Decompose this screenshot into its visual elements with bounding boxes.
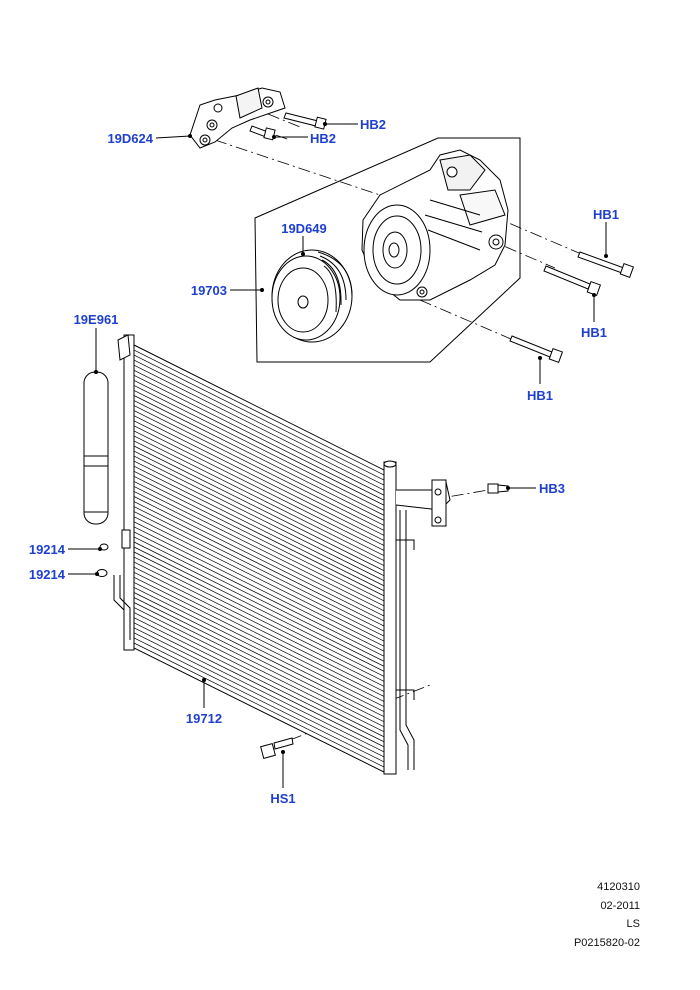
- callout-19712: 19712: [186, 711, 222, 726]
- bolt-hb2-mid: [249, 125, 276, 141]
- condenser-fin: [133, 450, 385, 577]
- condenser-fin: [133, 445, 385, 572]
- condenser-fin: [133, 587, 385, 712]
- condenser-fin: [133, 400, 385, 526]
- condenser-19712: [113, 334, 451, 775]
- receiver-dryer-19E961: [83, 371, 109, 525]
- callout-hb3: HB3: [539, 481, 565, 496]
- callout-19703: 19703: [191, 283, 227, 298]
- callout-hb1-low: HB1: [527, 388, 553, 403]
- condenser-fin: [133, 642, 385, 768]
- condenser-fin: [133, 602, 385, 728]
- condenser-fin: [133, 349, 385, 476]
- condenser-fin: [133, 541, 385, 667]
- callout-19D649: 19D649: [281, 221, 327, 236]
- callout-hs1: HS1: [270, 791, 295, 806]
- condenser-fin: [133, 390, 385, 516]
- condenser-fin: [133, 430, 385, 556]
- condenser-fin: [133, 612, 385, 738]
- condenser-fin: [133, 516, 385, 642]
- condenser-fin: [133, 551, 385, 677]
- condenser-fin: [133, 364, 385, 491]
- condenser-fin: [133, 531, 385, 657]
- condenser-fin: [133, 475, 385, 602]
- drawing-info-block: 4120310 02-2011 LS P0215820-02: [574, 878, 640, 952]
- condenser-fin: [133, 521, 385, 647]
- bolt-hb1-mid: [543, 265, 602, 296]
- bolt-hs1: [260, 737, 294, 759]
- condenser-fin: [133, 506, 385, 632]
- condenser-fin: [133, 491, 385, 617]
- condenser-fin: [133, 501, 385, 627]
- condenser-fin: [133, 486, 385, 612]
- condenser-fin: [133, 374, 385, 501]
- condenser-fin: [133, 536, 385, 662]
- condenser-fin: [133, 425, 385, 551]
- callout-hb2-top: HB2: [360, 117, 386, 132]
- condenser-fin: [133, 415, 385, 541]
- condenser-fin: [133, 435, 385, 561]
- condenser-fin: [133, 637, 385, 763]
- condenser-fin: [133, 460, 385, 587]
- leader-dots: [94, 122, 608, 754]
- drawing-reference: P0215820-02: [573, 936, 640, 949]
- condenser-fin: [133, 607, 385, 733]
- condenser-fin: [133, 465, 385, 592]
- condenser-fin: [133, 566, 385, 692]
- condenser-fin: [133, 622, 385, 748]
- condenser-fins: [133, 349, 385, 768]
- condenser-fin: [133, 440, 385, 566]
- condenser-fin: [133, 359, 385, 486]
- bolt-hb3: [487, 483, 509, 494]
- condenser-fin: [133, 496, 385, 622]
- callout-19214-bottom: 19214: [29, 567, 66, 582]
- callout-19E961: 19E961: [74, 312, 119, 327]
- pulley-19D649: [271, 249, 353, 343]
- condenser-fin: [133, 597, 385, 723]
- condenser-fin: [133, 592, 385, 717]
- condenser-fin: [133, 582, 385, 707]
- callout-19214-top: 19214: [29, 542, 66, 557]
- drawing-model-code: LS: [626, 918, 640, 930]
- condenser-fin: [133, 556, 385, 682]
- callout-hb1-top: HB1: [593, 207, 619, 222]
- condenser-fin: [133, 395, 385, 521]
- callout-hb1-mid: HB1: [581, 325, 607, 340]
- condenser-fin: [133, 369, 385, 496]
- condenser-fin: [133, 571, 385, 697]
- leader-lines: [68, 123, 607, 788]
- bolt-hb1-top: [577, 251, 635, 278]
- condenser-fin: [133, 380, 385, 506]
- condenser-fin: [133, 617, 385, 743]
- mounting-bracket-19D624: [189, 87, 286, 149]
- condenser-fin: [133, 420, 385, 546]
- condenser-fin: [133, 561, 385, 687]
- drawing-number: 4120310: [597, 881, 640, 893]
- condenser-fin: [133, 632, 385, 758]
- condenser-fin: [133, 410, 385, 536]
- condenser-fin: [133, 576, 385, 702]
- condenser-fin: [133, 354, 385, 481]
- bolt-hb1-low: [509, 335, 564, 363]
- condenser-fin: [133, 405, 385, 531]
- condenser-fin: [133, 481, 385, 607]
- condenser-fin: [133, 526, 385, 652]
- condenser-fin: [133, 470, 385, 597]
- drawing-date: 02-2011: [600, 899, 640, 912]
- condenser-fin: [133, 627, 385, 753]
- condenser-fin: [133, 546, 385, 672]
- callout-19D624: 19D624: [107, 131, 153, 146]
- bolt-hb2-top: [283, 112, 327, 130]
- condenser-fin: [133, 455, 385, 582]
- compressor-inset-frame: [254, 137, 521, 363]
- callout-hb2-mid: HB2: [310, 131, 336, 146]
- condenser-fin: [133, 385, 385, 511]
- compressor-19703: [361, 149, 509, 301]
- condenser-fin: [133, 511, 385, 637]
